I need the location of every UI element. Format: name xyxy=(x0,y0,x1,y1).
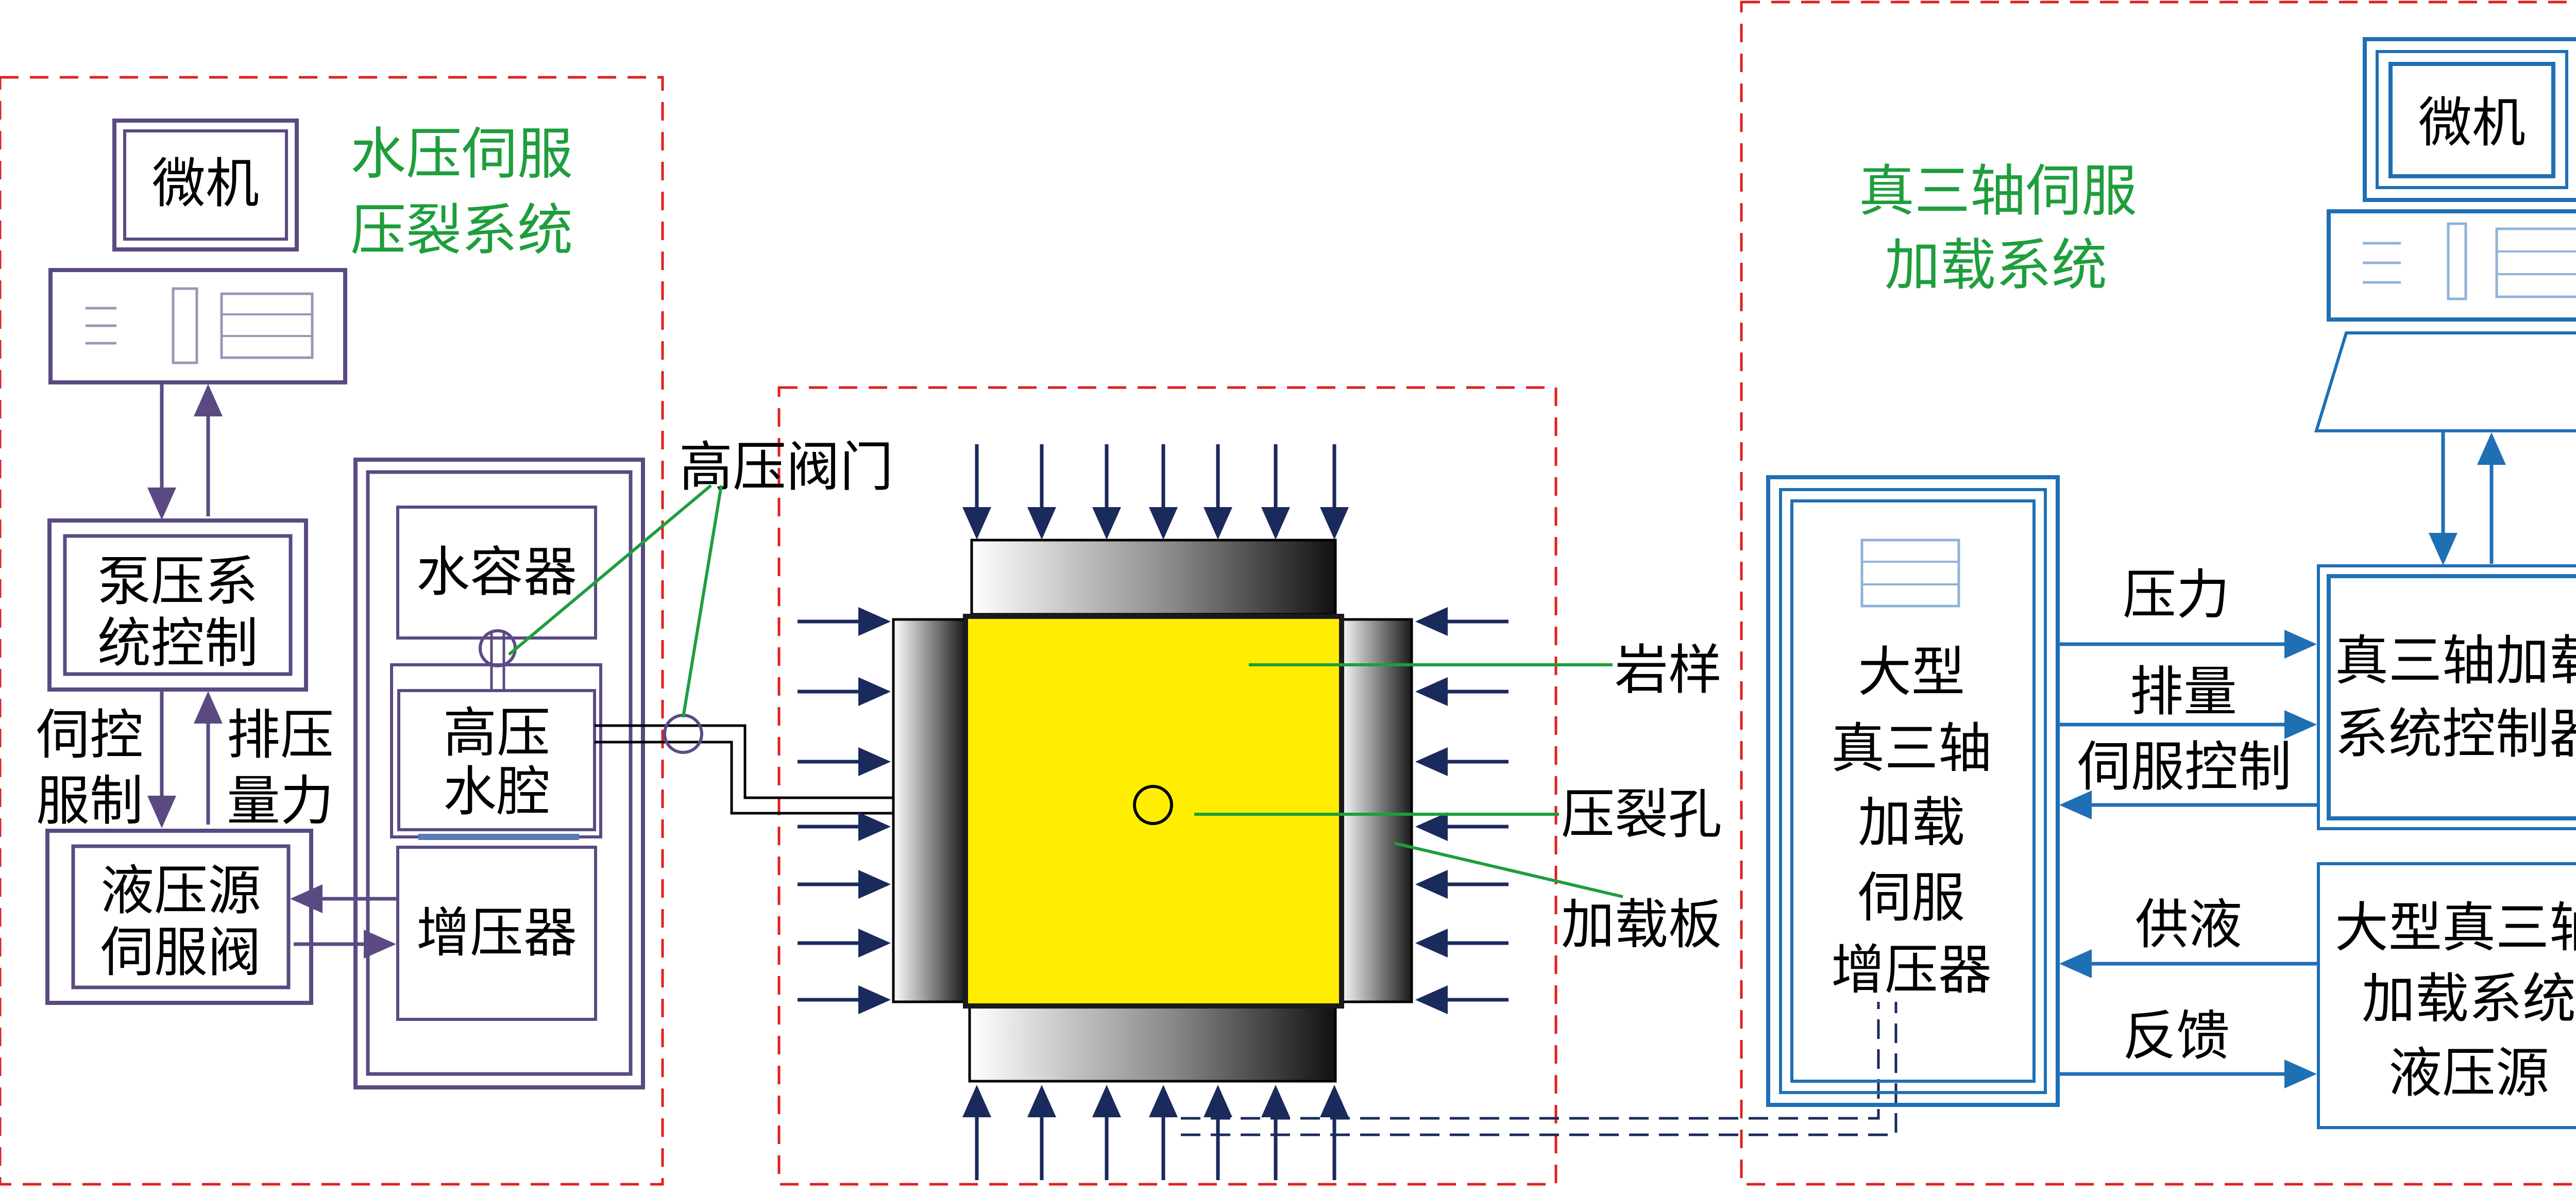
hp-valve-label: 高压阀门 xyxy=(679,435,893,498)
triaxial-intensifier-line1: 大型 xyxy=(1858,641,1965,703)
fracture-hole-icon xyxy=(1133,785,1173,825)
bottom-loading-plate xyxy=(968,1004,1337,1083)
pressure-unit-inner-frame xyxy=(366,470,633,1076)
signal-feedback-label: 反馈 xyxy=(2123,1004,2230,1067)
hp-chamber-label-line2: 水腔 xyxy=(443,760,550,823)
inlet-valve-icon xyxy=(479,629,517,667)
flow-pressure-label-line1: 排压 xyxy=(227,703,334,766)
right-load-arrows xyxy=(1415,607,1509,1014)
water-container-label: 水容器 xyxy=(416,541,577,603)
triaxial-computer-monitor: 微机 xyxy=(2363,37,2576,202)
triaxial-intensifier-line3: 加载 xyxy=(1858,791,1965,854)
triaxial-computer-case xyxy=(2327,209,2576,322)
hydraulic-computer-label: 微机 xyxy=(152,152,259,215)
pump-control-label-line1: 泵压系 xyxy=(97,550,258,613)
frac-hole-label: 压裂孔 xyxy=(1561,783,1722,846)
triaxial-keyboard xyxy=(2314,331,2576,432)
hp-valve-leader-2 xyxy=(508,484,712,656)
hyd-source-label-line2: 加载系统 xyxy=(2362,967,2576,1030)
hydraulic-title-line1: 水压伺服 xyxy=(350,122,573,187)
triaxial-title-line1: 真三轴伺服 xyxy=(1859,159,2137,224)
signal-servo-label: 伺服控制 xyxy=(2077,735,2292,798)
rock-specimen xyxy=(963,614,1344,1009)
servo-control-label-line1: 伺控 xyxy=(36,703,143,766)
pump-control-box: 泵压系 统控制 xyxy=(47,518,308,692)
hp-valve-icon xyxy=(663,714,703,754)
triaxial-intensifier-box: 大型 真三轴 加载 伺服 增压器 xyxy=(1766,475,2060,1107)
region-specimen-border xyxy=(777,386,1557,1186)
loading-plate-leader xyxy=(1394,842,1623,898)
top-loading-plate xyxy=(970,539,1337,616)
intensifier-box: 增压器 xyxy=(396,846,597,1021)
specimen-assembly xyxy=(798,444,1509,1180)
hydraulic-system: 水压伺服 压裂系统 微机 泵压系 统控制 xyxy=(36,119,645,1089)
right-loading-plate xyxy=(1338,618,1413,1003)
controller-label-line2: 系统控制器 xyxy=(2335,702,2576,765)
loading-plate-label: 加载板 xyxy=(1561,893,1722,956)
region-triaxial-border xyxy=(1740,1,2576,1186)
intensifier-label: 增压器 xyxy=(416,901,577,964)
rock-label: 岩样 xyxy=(1615,639,1722,701)
triaxial-intensifier-line2: 真三轴 xyxy=(1831,717,1992,780)
hp-valve-leader-1 xyxy=(682,485,723,718)
servo-valve-label-line1: 液压源 xyxy=(100,859,261,922)
signal-supply-label: 供液 xyxy=(2135,893,2242,956)
high-pressure-chamber: 高压 水腔 xyxy=(390,629,602,838)
servo-control-label-line2: 服制 xyxy=(36,769,143,832)
servo-valve-label-line2: 伺服阀 xyxy=(100,921,261,984)
servo-dashed-link xyxy=(1181,1002,1897,1136)
servo-valve-box: 液压源 伺服阀 xyxy=(45,829,313,1005)
signal-flow-label: 排量 xyxy=(2130,660,2237,723)
hydraulic-computer-case xyxy=(48,268,347,384)
triaxial-computer-label: 微机 xyxy=(2418,91,2526,154)
triaxial-title-line2: 加载系统 xyxy=(1885,233,2107,298)
triaxial-intensifier-line4: 伺服 xyxy=(1858,866,1965,929)
hyd-source-label-line3: 液压源 xyxy=(2388,1042,2549,1104)
hydraulic-title-line2: 压裂系统 xyxy=(350,198,573,263)
intensifier-gauge-icon xyxy=(1860,539,1960,608)
flow-pressure-label-line2: 量力 xyxy=(227,769,334,832)
pump-control-label-line2: 统控制 xyxy=(97,612,258,675)
pressure-unit-outer-frame xyxy=(353,458,645,1089)
triaxial-intensifier-line5: 增压器 xyxy=(1831,938,1992,1001)
signal-pressure-label: 压力 xyxy=(2123,563,2230,626)
water-container-box: 水容器 xyxy=(396,506,597,640)
hydraulic-computer-monitor: 微机 xyxy=(112,119,299,251)
left-load-arrows xyxy=(798,607,891,1014)
hp-chamber-label-line1: 高压 xyxy=(443,701,550,764)
region-hydraulic-border xyxy=(0,76,664,1186)
left-loading-plate xyxy=(892,618,967,1003)
triaxial-system: 真三轴伺服 加载系统 微机 xyxy=(1766,37,2576,1129)
top-load-arrows xyxy=(962,444,1349,540)
